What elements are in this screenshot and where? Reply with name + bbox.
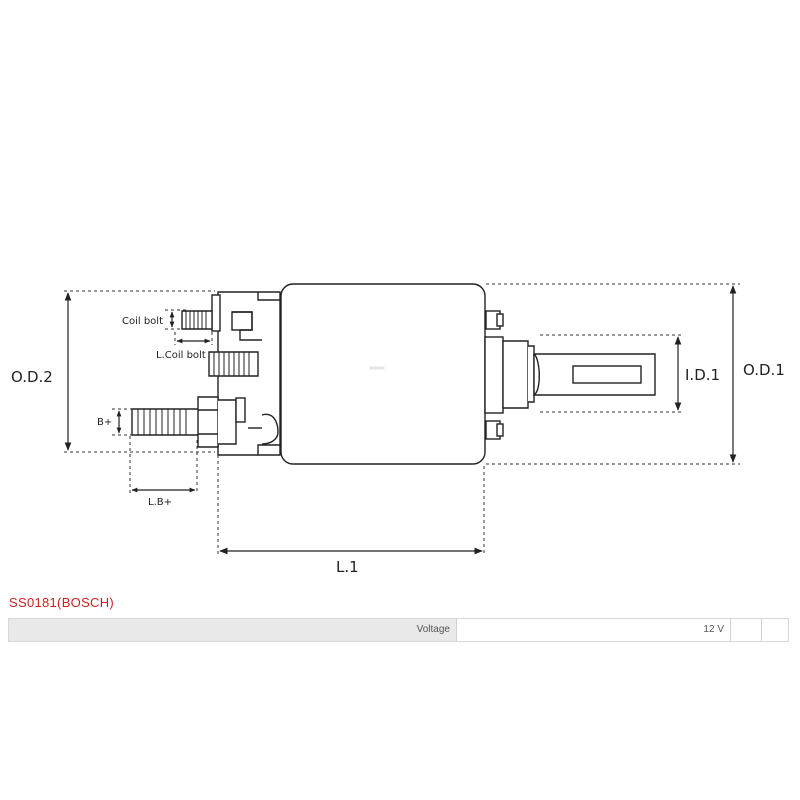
spec-empty-cell: [762, 619, 788, 641]
od1-label: O.D.1: [743, 361, 785, 379]
coil-bolt-label: Coil bolt: [122, 316, 163, 327]
l-coil-bolt-label: L.Coil bolt: [156, 350, 206, 361]
spec-empty-cell: [731, 619, 762, 641]
main-cylinder: [280, 283, 486, 465]
l-b-plus-label: L.B+: [148, 497, 172, 508]
front-flange: [484, 336, 504, 414]
coil-bolt-flange: [211, 294, 221, 332]
b-plus-thread: [131, 408, 201, 436]
extension-lines: [64, 283, 740, 556]
l1-label: L.1: [336, 558, 359, 576]
b-plus-label: B+: [97, 417, 112, 428]
spec-value-voltage: 12 V: [457, 619, 731, 641]
plunger-slot: [572, 365, 642, 384]
b-plus-nut: [197, 396, 219, 448]
solenoid-body: [131, 283, 656, 465]
od2-label: O.D.2: [11, 368, 53, 386]
product-title: SS0181(BOSCH): [9, 595, 115, 610]
spec-name-voltage: Voltage: [9, 619, 457, 641]
solenoid-technical-drawing: Coil bolt L.Coil bolt B+ L.B+ O.D.2 O.D.…: [11, 283, 785, 576]
spec-row: Voltage 12 V: [8, 618, 789, 642]
plunger-collar: [502, 340, 529, 409]
id1-label: I.D.1: [685, 366, 720, 384]
dimension-arrows: [64, 285, 737, 555]
